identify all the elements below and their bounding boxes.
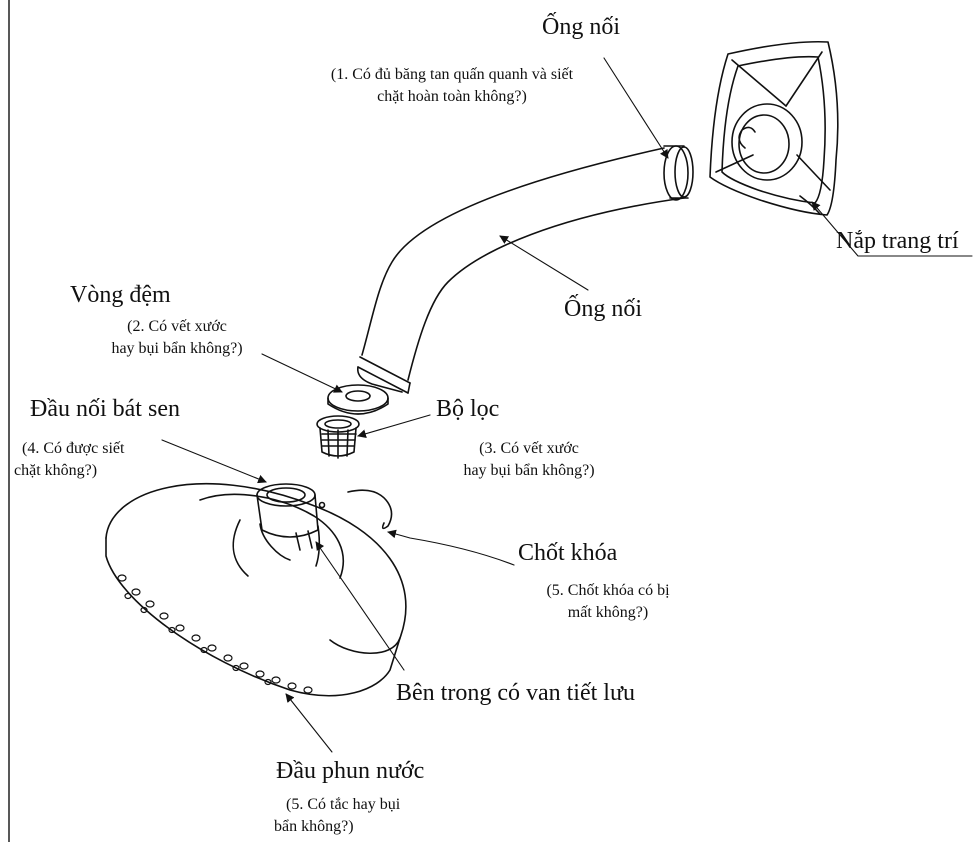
note-nozzle-line2: bẩn không?) (274, 818, 354, 835)
note-washer-line1: (2. Có vết xước (127, 318, 227, 335)
note-head-connector: (4. Có được siết chặt không?) (14, 438, 124, 482)
leader-head-connector (161, 439, 267, 484)
note-lock-pin-line1: (5. Chốt khóa có bị (546, 582, 670, 599)
note-lock-pin-line2: mất không?) (567, 604, 649, 621)
note-head-connector-line1: (4. Có được siết (22, 440, 125, 457)
shower-head-drawing (105, 482, 407, 697)
label-connector-mid: Ống nối (564, 296, 642, 322)
label-washer: Vòng đệm (70, 282, 171, 308)
filter-drawing (316, 415, 360, 459)
washer-drawing (327, 384, 389, 415)
shower-arm-drawing (356, 145, 694, 394)
label-connector-top: Ống nối (542, 14, 620, 40)
note-filter-line1: (3. Có vết xước (479, 440, 579, 457)
note-connector-top-line1: (1. Có đủ băng tan quấn quanh và siết (330, 66, 574, 83)
label-trim-cover: Nắp trang trí (836, 228, 959, 254)
trim-cover-drawing (709, 40, 839, 216)
note-lock-pin: (5. Chốt khóa có bị mất không?) (492, 580, 724, 624)
note-nozzle: (5. Có tắc hay bụi bẩn không?) (274, 794, 400, 838)
note-washer: (2. Có vết xước hay bụi bẩn không?) (82, 316, 272, 360)
leader-filter (357, 414, 431, 439)
lock-pin-drawing (347, 489, 393, 530)
label-head-connector: Đầu nối bát sen (30, 396, 180, 422)
leader-connector-top (603, 57, 669, 159)
note-connector-top: (1. Có đủ băng tan quấn quanh và siết ch… (272, 64, 632, 108)
note-head-connector-line2: chặt không?) (14, 462, 98, 479)
label-lock-pin: Chốt khóa (518, 540, 618, 566)
note-filter-line2: hay bụi bẩn không?) (463, 462, 595, 479)
leader-connector-mid (499, 235, 589, 291)
label-nozzle: Đầu phun nước (276, 758, 425, 784)
leader-nozzle (285, 693, 333, 753)
leader-washer (261, 353, 343, 393)
note-filter: (3. Có vết xước hay bụi bẩn không?) (434, 438, 624, 482)
leader-trim-cover (811, 201, 973, 257)
leader-valve (315, 541, 405, 671)
leader-lock-pin (387, 529, 515, 566)
note-nozzle-line1: (5. Có tắc hay bụi (286, 796, 401, 813)
label-filter: Bộ lọc (436, 396, 500, 422)
note-washer-line2: hay bụi bẩn không?) (111, 340, 243, 357)
note-connector-top-line2: chặt hoàn toàn không?) (377, 88, 527, 105)
label-valve: Bên trong có van tiết lưu (396, 680, 635, 706)
